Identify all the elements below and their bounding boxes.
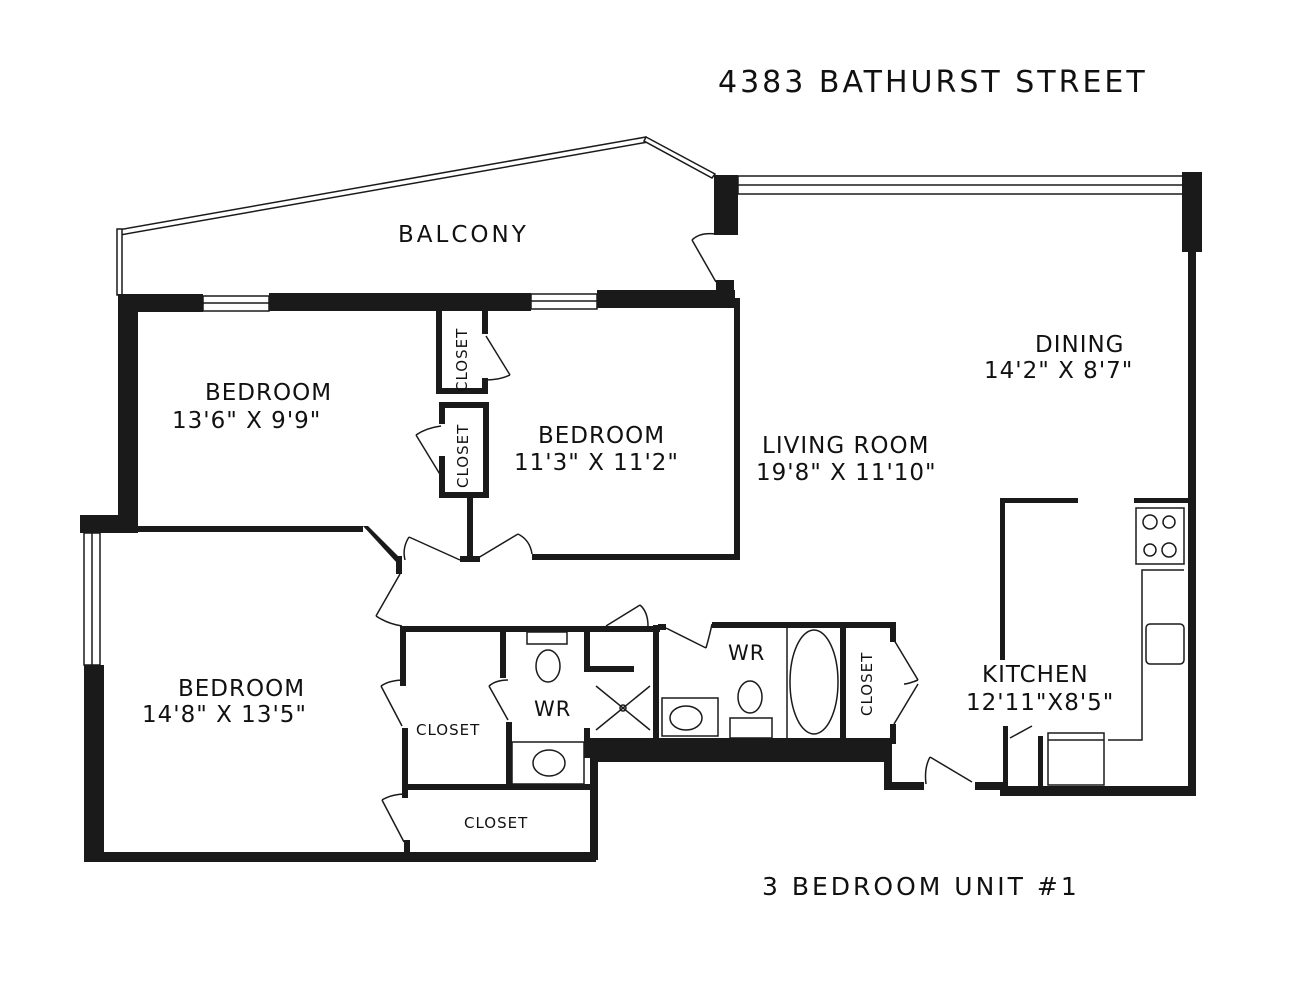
washroom-2-fixtures xyxy=(661,626,839,739)
closet-door-upper[interactable] xyxy=(415,425,442,477)
closet-door-top[interactable] xyxy=(485,335,511,381)
walls xyxy=(80,172,1202,862)
bedroom-1-label: BEDROOM xyxy=(205,380,332,406)
dining-label: DINING xyxy=(1035,332,1125,358)
kitchen-door[interactable] xyxy=(1009,725,1033,739)
closet-label-1: CLOSET xyxy=(453,328,471,392)
bedroom-1-dimensions: 13'6" X 9'9" xyxy=(172,408,321,434)
unit-label: 3 BEDROOM UNIT #1 xyxy=(762,872,1080,901)
dining-dimensions: 14'2" X 8'7" xyxy=(984,358,1133,384)
bedroom-2-label: BEDROOM xyxy=(538,423,665,449)
balcony-door[interactable] xyxy=(691,232,717,283)
washroom-1-fixtures xyxy=(511,631,651,785)
bedroom-3-dimensions: 14'8" X 13'5" xyxy=(142,702,307,728)
washroom-1-label: WR xyxy=(534,697,571,721)
kitchen-fixtures xyxy=(1047,507,1185,786)
closet-label-4: CLOSET xyxy=(464,814,528,832)
kitchen-label: KITCHEN xyxy=(982,662,1089,688)
bedroom-2-walls xyxy=(532,298,740,560)
closet-doors-lower[interactable] xyxy=(380,604,973,843)
living-room-label: LIVING ROOM xyxy=(762,433,930,459)
living-wall-stub xyxy=(734,194,738,220)
bath-1-walls xyxy=(400,622,896,856)
balcony-railing xyxy=(116,135,717,296)
building-address: 4383 BATHURST STREET xyxy=(718,65,1148,100)
living-room-dimensions: 19'8" X 11'10" xyxy=(756,460,937,486)
closet-walls-top xyxy=(436,310,489,562)
bedroom-3-label: BEDROOM xyxy=(178,676,305,702)
bedroom-2-dimensions: 11'3" X 11'2" xyxy=(514,450,679,476)
bedroom-1-walls xyxy=(135,526,402,574)
closet-label-2: CLOSET xyxy=(454,424,472,488)
closet-label-5: CLOSET xyxy=(858,652,876,716)
kitchen-walls xyxy=(1000,498,1190,786)
balcony-label: BALCONY xyxy=(398,222,529,248)
kitchen-dimensions: 12'11"X8'5" xyxy=(966,690,1114,716)
washroom-2-label: WR xyxy=(728,641,765,665)
bedroom-doors[interactable] xyxy=(375,533,533,627)
closet-label-3: CLOSET xyxy=(416,721,480,739)
